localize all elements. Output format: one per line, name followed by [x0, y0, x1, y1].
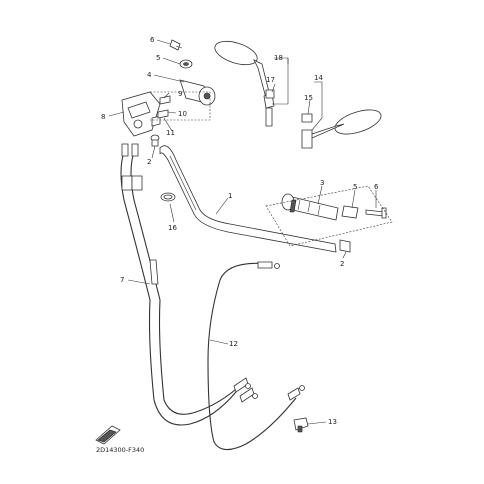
callout-8[interactable]: 8	[101, 113, 105, 121]
grip-end-washer-top[interactable]	[179, 59, 193, 69]
callout-13[interactable]: 13	[328, 418, 337, 426]
callout-1[interactable]: 1	[228, 192, 232, 200]
callout-11[interactable]: 11	[166, 129, 175, 137]
callout-17[interactable]: 17	[266, 76, 275, 84]
mirror-left[interactable]	[212, 37, 275, 127]
callout-5-right[interactable]: 5	[353, 183, 357, 191]
callout-16[interactable]: 16	[168, 224, 177, 232]
callout-12[interactable]: 12	[229, 340, 238, 348]
callout-9[interactable]: 9	[178, 90, 182, 98]
callout-18[interactable]: 18	[274, 54, 283, 62]
handlebar[interactable]	[159, 145, 337, 253]
throttle-cable-assembly[interactable]	[120, 143, 258, 426]
callout-2-upper[interactable]: 2	[147, 158, 151, 166]
book-icon	[95, 425, 121, 445]
callout-5-top[interactable]: 5	[156, 54, 160, 62]
throttle-housing[interactable]	[121, 91, 161, 137]
callout-leaders	[108, 39, 377, 425]
cable-holder-13[interactable]	[293, 417, 309, 433]
grip-left[interactable]	[281, 193, 339, 221]
clutch-cable[interactable]	[207, 261, 305, 451]
callout-labels: 6 5 4 8 9 10 11 2 18 17 14 15 1 3 5 6 2 …	[101, 36, 379, 426]
mirror-nut-17[interactable]	[265, 89, 275, 99]
grip-end-bolt-right[interactable]	[365, 207, 387, 219]
callout-4[interactable]: 4	[147, 71, 152, 79]
callout-6-right[interactable]: 6	[374, 183, 379, 191]
callout-10[interactable]: 10	[178, 110, 187, 118]
cable-clamp-16[interactable]	[160, 192, 176, 202]
housing-screw-9[interactable]	[159, 95, 171, 105]
callout-3[interactable]: 3	[320, 179, 324, 187]
diagram-code: 2D14300-F340	[96, 446, 144, 454]
handlebar-end-collar[interactable]	[339, 239, 351, 253]
grip-end-bolt-top[interactable]	[169, 39, 183, 51]
callout-6-top[interactable]: 6	[150, 36, 155, 44]
callout-15[interactable]: 15	[304, 94, 313, 102]
grip-end-weight[interactable]	[341, 205, 359, 219]
housing-screw-11[interactable]	[157, 109, 169, 119]
mirror-nut-15[interactable]	[301, 113, 313, 123]
reference-block: 2D14300-F340	[95, 425, 144, 454]
callout-2-lower[interactable]: 2	[340, 260, 344, 268]
callout-14[interactable]: 14	[314, 74, 323, 82]
mirror-right[interactable]	[301, 105, 384, 149]
cable-adjuster-upper[interactable]	[150, 134, 160, 147]
callout-7[interactable]: 7	[120, 276, 124, 284]
